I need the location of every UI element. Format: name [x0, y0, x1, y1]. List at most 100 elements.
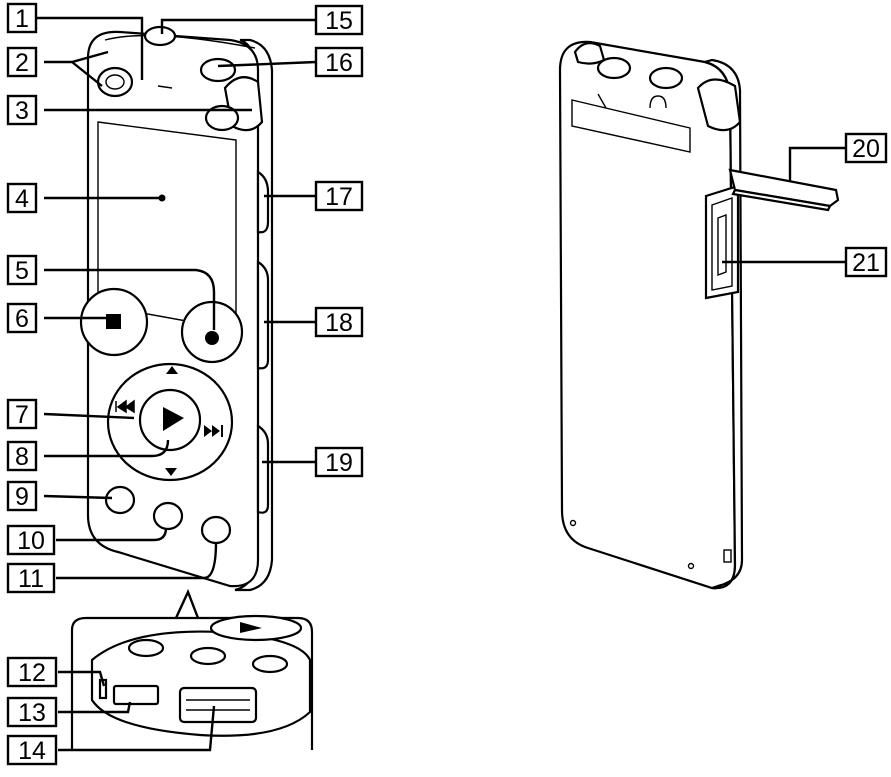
microsd-slot-opening [711, 197, 733, 291]
callout-18-label: 18 [325, 309, 353, 337]
callout-9: 9 [6, 480, 38, 512]
callout-9-label: 9 [15, 483, 29, 511]
usb-slide-lever [256, 424, 270, 514]
callout-13-label: 13 [18, 699, 46, 727]
callout-20-label: 20 [852, 135, 880, 163]
erase-button [200, 515, 232, 545]
callout-14-label: 14 [18, 737, 46, 765]
front-device [79, 25, 274, 592]
callout-17-label: 17 [325, 183, 353, 211]
callout-6-label: 6 [15, 305, 29, 333]
callout-20: 20 [844, 132, 888, 164]
usb-connector [178, 686, 258, 724]
leader-13 [58, 701, 132, 714]
callout-8: 8 [6, 440, 38, 472]
callout-11-label: 11 [18, 565, 44, 593]
operation-indicator [157, 85, 173, 89]
leader-14 [58, 705, 216, 752]
microsd-slot-area [704, 184, 740, 300]
callout-4: 4 [6, 182, 38, 214]
callout-3-label: 3 [15, 97, 29, 125]
right-microphone [204, 104, 240, 132]
callout-5-label: 5 [15, 257, 29, 285]
mic-jack [143, 25, 177, 47]
callout-6: 6 [6, 302, 38, 334]
callout-8-label: 8 [15, 443, 29, 471]
label-stripe [571, 99, 691, 153]
leader-9 [43, 494, 113, 500]
callout-4-label: 4 [15, 185, 29, 213]
headphones-icon [649, 95, 667, 109]
microsd-card-slot [717, 213, 727, 277]
screw-hole-right [687, 562, 695, 570]
callout-1-label: 1 [15, 5, 29, 33]
leader-4-dot [158, 194, 166, 202]
callout-11: 11 [6, 562, 56, 594]
leader-11 [56, 541, 218, 580]
leader-8 [44, 439, 170, 458]
strap-hole-back [723, 549, 732, 563]
detail-back-button [127, 638, 165, 658]
callout-7: 7 [6, 398, 38, 430]
callout-16-label: 16 [325, 49, 353, 77]
bottom-detail [70, 588, 314, 750]
callout-12-label: 12 [18, 659, 46, 687]
slot-cover-edge [731, 188, 832, 212]
left-microphone [96, 66, 134, 98]
callout-18: 18 [314, 306, 364, 338]
callout-15: 15 [314, 4, 364, 36]
callout-14: 14 [6, 734, 58, 766]
stop-icon [106, 314, 121, 329]
screw-hole-left [569, 519, 577, 527]
skip-forward-icon [204, 425, 220, 437]
back-home-button [104, 485, 136, 515]
callout-21-label: 21 [852, 249, 880, 277]
callout-12: 12 [6, 656, 58, 688]
detail-option-button [189, 646, 227, 666]
volume-button [256, 260, 270, 370]
leader-2 [44, 50, 109, 87]
callout-7-label: 7 [15, 401, 29, 429]
callout-2: 2 [6, 46, 38, 78]
leader-5 [44, 268, 216, 330]
leader-16 [217, 60, 317, 68]
callout-19-label: 19 [325, 449, 353, 477]
callout-1: 1 [6, 2, 38, 34]
callout-10: 10 [6, 524, 56, 556]
leader-10 [56, 527, 168, 542]
back-mic-jack [596, 56, 632, 80]
callout-3: 3 [6, 94, 38, 126]
leader-15 [160, 18, 316, 34]
up-arrow-icon [166, 366, 178, 374]
left-microphone-grille [105, 74, 125, 90]
back-left-mic [573, 41, 606, 65]
back-right-mic [696, 78, 742, 132]
skip-back-icon [115, 399, 135, 414]
leader-1 [34, 16, 144, 80]
detail-erase-button [251, 654, 289, 674]
callout-17: 17 [314, 180, 364, 212]
callout-2-label: 2 [15, 49, 29, 77]
leader-12 [58, 670, 106, 687]
back-headphone-jack [648, 66, 684, 90]
microphone-icon [597, 93, 607, 109]
option-button [152, 501, 184, 531]
hold-switch [256, 170, 270, 234]
detail-play-icon [240, 622, 262, 633]
leader-7 [43, 412, 135, 420]
callout-19: 19 [314, 446, 364, 478]
callout-15-label: 15 [325, 7, 353, 35]
leader-20 [788, 146, 848, 182]
microsd-slot [112, 684, 160, 706]
leader-lines [34, 16, 848, 752]
callout-16: 16 [314, 46, 364, 78]
slot-cover [728, 168, 840, 208]
callout-10-label: 10 [17, 527, 45, 555]
detail-pointer [174, 588, 200, 619]
headphone-jack [199, 57, 237, 83]
callout-5: 5 [6, 254, 38, 286]
back-device [558, 40, 840, 590]
record-icon [205, 331, 219, 345]
